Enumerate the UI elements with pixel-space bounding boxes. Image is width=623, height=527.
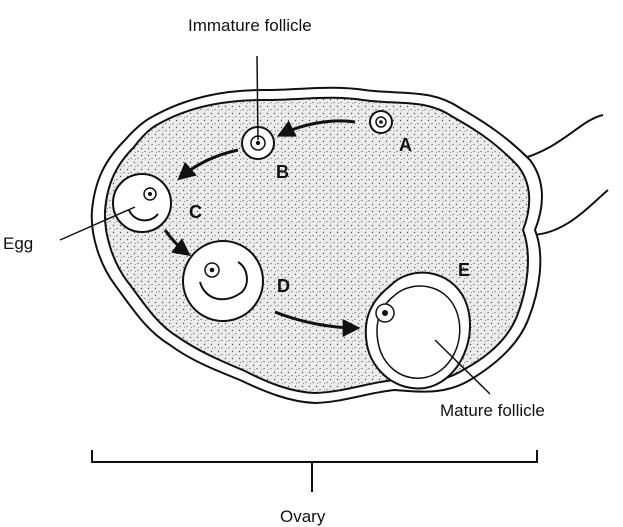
label-stage-b: B [276, 162, 289, 182]
label-egg: Egg [3, 234, 33, 253]
leader-immature-follicle [257, 56, 258, 140]
label-mature-follicle: Mature follicle [440, 401, 545, 420]
label-ovary: Ovary [280, 507, 326, 526]
label-stage-e: E [458, 260, 470, 280]
label-stage-d: D [277, 276, 290, 296]
label-stage-c: C [189, 202, 202, 222]
ovarian-ligament-upper [517, 115, 603, 160]
label-stage-a: A [399, 135, 412, 155]
ovary-bracket [92, 450, 537, 492]
follicle-d [183, 241, 263, 321]
follicle-a [370, 111, 392, 133]
label-immature-follicle: Immature follicle [188, 16, 312, 35]
follicle-c [113, 174, 171, 232]
